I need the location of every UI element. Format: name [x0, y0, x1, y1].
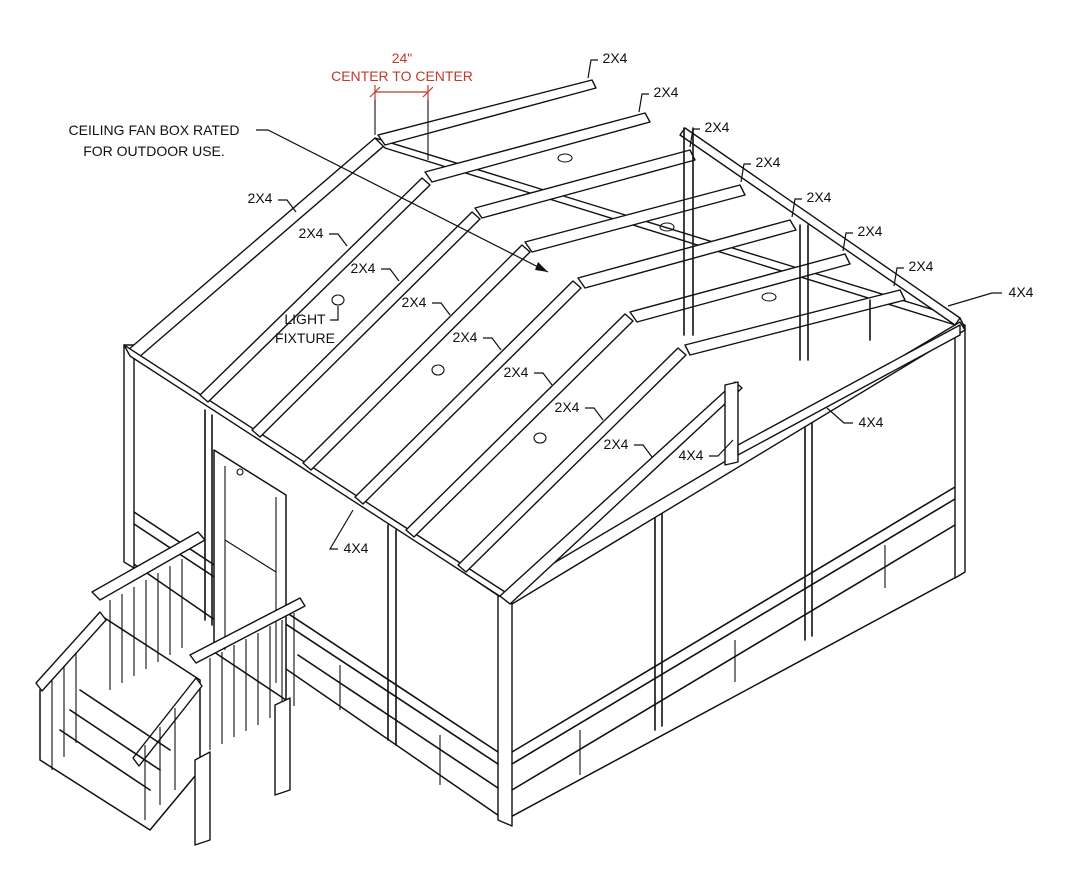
post-label: 4X4: [859, 414, 884, 430]
rafter-label: 2X4: [453, 329, 478, 345]
rafter-label: 2X4: [604, 436, 629, 452]
entry-stairs: [35, 531, 306, 846]
stair-handrail-left: [35, 611, 107, 692]
rafter-label: 2X4: [705, 119, 730, 135]
rafter-label: 2X4: [858, 223, 883, 239]
rafter-spacing-dimension: 24" CENTER TO CENTER: [331, 50, 473, 160]
light-fixture-icon: [533, 432, 547, 444]
ceiling-fan-box-icon: [659, 222, 675, 232]
stair-balusters: [51, 559, 295, 820]
dimension-text: CENTER TO CENTER: [331, 68, 473, 84]
hip-beam: [737, 324, 961, 456]
light-fixture-icon: [331, 294, 345, 306]
rafter-label: 2X4: [807, 189, 832, 205]
ridge-beam: [374, 137, 966, 329]
porch-walls: [123, 324, 966, 827]
post-label: 4X4: [1009, 284, 1034, 300]
rafter-label: 2X4: [555, 399, 580, 415]
rafter-label: 2X4: [654, 84, 679, 100]
left-slope-rafters: [199, 177, 687, 573]
ceiling-fan-box-icon: [557, 153, 573, 163]
rafter-label: 2X4: [603, 50, 628, 66]
light-callout-line2: FIXTURE: [275, 330, 335, 346]
rafter-label: 2X4: [504, 364, 529, 380]
stair-handrail-front: [132, 677, 203, 767]
light-fixture-icon: [431, 364, 445, 376]
hip-post: [724, 381, 739, 466]
corner-post-left: [123, 344, 135, 569]
corner-post-right: [954, 324, 966, 579]
eave-beam-back: [679, 127, 961, 326]
front-hip-rafter: [499, 381, 743, 605]
dimension-value: 24": [392, 50, 413, 66]
right-slope-rafters: [377, 79, 906, 356]
stair-post: [194, 751, 211, 846]
stair-post: [274, 697, 291, 796]
fan-box-callout-line1: CEILING FAN BOX RATED: [69, 122, 240, 138]
corner-post-front: [497, 595, 513, 827]
leader-arrow-icon: [535, 262, 548, 272]
fan-box-callout-line2: FOR OUTDOOR USE.: [83, 143, 225, 159]
rafter-label: 2X4: [756, 154, 781, 170]
rafter-label: 2X4: [248, 190, 273, 206]
rafter-label: 2X4: [402, 294, 427, 310]
rafter-label: 2X4: [299, 225, 324, 241]
rake-rafter-left: [127, 137, 386, 359]
post-label: 4X4: [679, 447, 704, 463]
stair-handrail-top: [91, 531, 206, 601]
ceiling-fan-box-icon: [761, 292, 777, 302]
post-label: 4X4: [344, 540, 369, 556]
roof-framing: [123, 79, 966, 605]
rafter-label: 2X4: [909, 258, 934, 274]
callouts: CEILING FAN BOX RATED FOR OUTDOOR USE. L…: [69, 50, 1034, 556]
rafter-label: 2X4: [351, 260, 376, 276]
door-hinge-icon: [236, 468, 244, 476]
stair-handrail-right: [189, 597, 306, 664]
light-callout-line1: LIGHT: [284, 311, 326, 327]
